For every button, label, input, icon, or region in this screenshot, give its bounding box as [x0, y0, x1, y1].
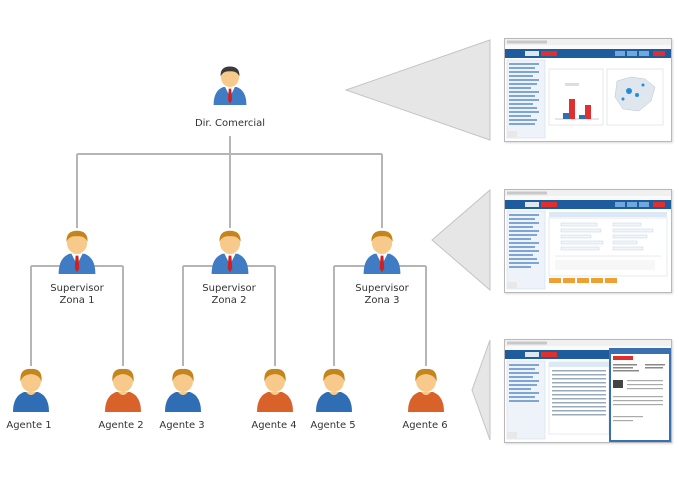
supervisor-2-zone: Zona 2: [211, 295, 247, 306]
list-thumbnail: [505, 340, 671, 442]
agent-4-person-icon: [257, 368, 293, 412]
people-icons: [13, 66, 444, 412]
agent-3-label: Agente 3: [159, 420, 205, 431]
agent-5-label: Agente 5: [310, 420, 356, 431]
agent-4-label: Agente 4: [251, 420, 297, 431]
director-person-icon: [213, 66, 247, 105]
agent-5-person-icon: [316, 368, 352, 412]
supervisor-form-screenshot: [504, 189, 672, 293]
supervisor-2-label: Supervisor Zona 2: [202, 283, 255, 307]
supervisor-callout: [431, 188, 491, 292]
agent-2-label: Agente 2: [98, 420, 144, 431]
callout-arrows: [344, 39, 491, 441]
supervisor-3-title: Supervisor: [355, 283, 409, 294]
agent-3-person-icon: [165, 368, 201, 412]
agent-2-person-icon: [105, 368, 141, 412]
director-dashboard-screenshot: [504, 38, 672, 142]
agent-6-label: Agente 6: [402, 420, 448, 431]
supervisor-1-person-icon: [58, 230, 96, 274]
supervisor-3-person-icon: [363, 230, 401, 274]
supervisor-2-title: Supervisor: [202, 283, 256, 294]
agent-1-person-icon: [13, 368, 49, 412]
agent-list-screenshot: [504, 339, 672, 443]
supervisor-3-label: Supervisor Zona 3: [355, 283, 408, 307]
form-thumbnail: [505, 190, 671, 290]
director-label: Dir. Comercial: [194, 118, 266, 129]
agent-6-person-icon: [408, 368, 444, 412]
supervisor-2-person-icon: [211, 230, 249, 274]
supervisor-1-title: Supervisor: [50, 283, 104, 294]
supervisor-1-zone: Zona 1: [59, 295, 95, 306]
dashboard-thumbnail: [505, 39, 671, 139]
supervisor-1-label: Supervisor Zona 1: [50, 283, 103, 307]
supervisor-3-zone: Zona 3: [364, 295, 400, 306]
agent-1-label: Agente 1: [6, 420, 52, 431]
director-callout: [344, 39, 491, 141]
agent-callout: [471, 339, 491, 441]
